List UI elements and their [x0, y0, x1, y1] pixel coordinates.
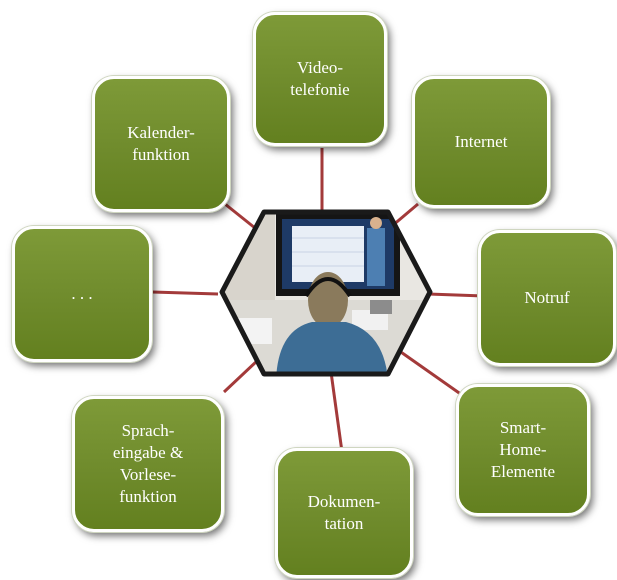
- connector-sprach: [222, 358, 260, 394]
- node-ellipsis-label: . . .: [71, 284, 93, 303]
- node-internet: Internet: [412, 76, 550, 208]
- node-smart-home: Smart- Home- Elemente: [456, 384, 590, 516]
- connector-internet: [391, 202, 419, 228]
- node-internet-label: Internet: [454, 132, 508, 151]
- node-kalenderfunktion: Kalender- funktion: [92, 76, 230, 212]
- node-smart-home-label: Smart- Home- Elemente: [490, 418, 556, 481]
- node-videotelefonie: Video- telefonie: [253, 12, 387, 146]
- node-dokumentation-label: Dokumen- tation: [307, 492, 381, 533]
- node-videotelefonie-label: Video- telefonie: [290, 58, 350, 99]
- node-spracheingabe-label: Sprach- eingabe & Vorlese- funktion: [112, 421, 184, 506]
- connector-smarthome: [397, 348, 463, 397]
- connector-ellipsis: [151, 290, 219, 296]
- node-dokumentation: Dokumen- tation: [275, 448, 413, 578]
- node-notruf-label: Notruf: [524, 288, 570, 307]
- node-notruf: Notruf: [478, 230, 616, 366]
- node-ellipsis: . . .: [12, 226, 152, 362]
- connector-kalender: [224, 202, 256, 230]
- connector-doku: [329, 371, 344, 453]
- node-spracheingabe: Sprach- eingabe & Vorlese- funktion: [72, 396, 224, 532]
- connector-notruf: [427, 292, 485, 298]
- node-kalenderfunktion-label: Kalender- funktion: [127, 123, 195, 164]
